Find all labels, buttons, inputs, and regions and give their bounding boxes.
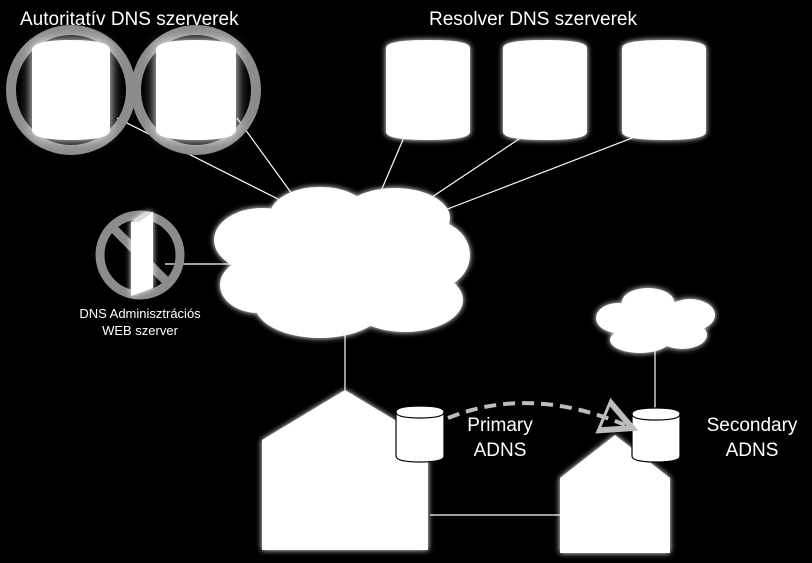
authoritative-server-2: [131, 25, 261, 155]
server-cylinder-icon: [622, 40, 706, 140]
secondary-site-house-icon: [560, 407, 681, 553]
link-resolver3-internet: [444, 134, 641, 211]
resolver-server-1: [386, 40, 470, 140]
resolver-server-2: [503, 40, 587, 140]
ring-icon: [131, 25, 261, 155]
link-resolver2-internet: [419, 134, 526, 206]
secondary-label-line1: Secondary: [707, 415, 798, 436]
internet-cloud-icon: [214, 187, 470, 338]
prohibited-ring-icon: [95, 210, 185, 300]
admin-label-line1: DNS Adminisztrációs: [79, 306, 201, 321]
link-auth2-internet: [236, 117, 301, 206]
link-auth1-internet: [116, 117, 291, 206]
admin-web-server: [95, 210, 185, 300]
small-cloud-icon: [596, 288, 715, 353]
tower-server-icon: [131, 212, 153, 296]
resolver-title: Resolver DNS szerverek: [429, 9, 637, 30]
primary-label-line2: ADNS: [474, 440, 527, 461]
server-cylinder-icon: [503, 40, 587, 140]
server-cylinder-icon: [32, 40, 110, 140]
admin-label-line2: WEB szerver: [102, 323, 179, 338]
primary-site-house-icon: [262, 390, 445, 550]
secondary-adns-cylinder-icon: [631, 407, 681, 463]
primary-adns-cylinder-icon: [395, 405, 445, 463]
zone-transfer-arrow: [447, 403, 625, 425]
resolver-server-3: [622, 40, 706, 140]
authoritative-title: Autoritatív DNS szerverek: [20, 9, 239, 30]
server-cylinder-icon: [386, 40, 470, 140]
secondary-label-line2: ADNS: [726, 440, 779, 461]
authoritative-server-1: [6, 25, 136, 155]
server-cylinder-icon: [156, 40, 236, 140]
primary-label-line1: Primary: [467, 415, 533, 436]
